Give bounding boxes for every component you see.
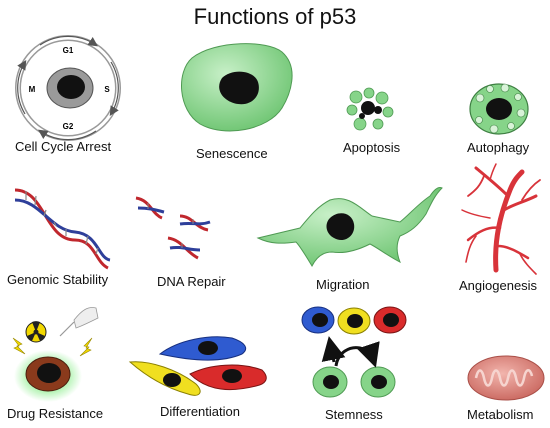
label-cell-cycle-arrest: Cell Cycle Arrest [15,139,112,154]
differentiated-cells-icon [128,336,267,396]
autophagic-cell-icon [469,83,529,135]
phase-g1-label: G1 [63,46,74,55]
label-differentiation: Differentiation [160,404,240,419]
label-angiogenesis: Angiogenesis [459,278,538,293]
label-genomic-stability: Genomic Stability [7,272,109,287]
label-senescence: Senescence [196,146,268,161]
blood-vessel-icon [461,163,541,275]
page-title: Functions of p53 [193,4,357,29]
senescent-cell-icon [181,43,293,132]
label-stemness: Stemness [325,407,383,422]
dna-helix-icon [14,188,111,270]
label-drug-resistance: Drug Resistance [7,406,104,421]
apoptotic-cell-icon [346,87,394,131]
migrating-cell-icon [256,187,443,268]
phase-m-label: M [29,85,36,94]
label-apoptosis: Apoptosis [343,140,401,155]
stem-cells-icon [301,306,407,398]
phase-s-label: S [104,85,110,94]
cell-cycle-icon: G1 S G2 M [15,35,121,141]
label-autophagy: Autophagy [467,140,530,155]
label-dna-repair: DNA Repair [157,274,226,289]
phase-g2-label: G2 [63,122,74,131]
label-metabolism: Metabolism [467,407,534,422]
mitochondrion-icon [467,355,545,401]
label-migration: Migration [316,277,370,292]
drug-resistant-cell-icon [12,307,99,402]
broken-dna-icon [135,196,211,260]
